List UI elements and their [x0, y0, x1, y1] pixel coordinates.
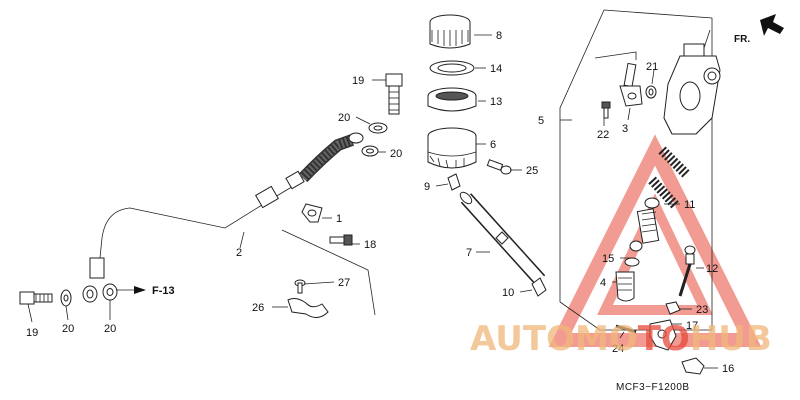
- callout-17: 17: [686, 320, 698, 332]
- reservoir-6: [427, 127, 477, 169]
- callout-25: 25: [526, 165, 538, 177]
- figure-code: MCF3−F1200B: [616, 382, 690, 393]
- sealing-washer-20a: [60, 289, 72, 307]
- callout-20-lower-left: 20: [62, 323, 74, 335]
- reservoir-cap-8: [429, 14, 471, 49]
- watermark-brand-accent: TO: [638, 319, 690, 359]
- callout-7: 7: [466, 247, 472, 259]
- callout-22: 22: [597, 129, 609, 141]
- callout-10: 10: [502, 287, 514, 299]
- assembly-outline-left: [281, 229, 376, 316]
- leader-lines: [27, 29, 718, 369]
- callout-23: 23: [696, 304, 708, 316]
- sealing-washer-20b: [102, 283, 118, 301]
- sealing-washer-20c: [368, 122, 388, 134]
- callout-24: 24: [612, 343, 624, 355]
- callout-19-lower: 19: [26, 327, 38, 339]
- watermark-text: AUTOMOTOHUB: [470, 319, 772, 359]
- callout-18: 18: [364, 239, 376, 251]
- callout-6: 6: [490, 139, 496, 151]
- callout-20-lower-right: 20: [104, 323, 116, 335]
- connector-3: [619, 62, 643, 107]
- callout-4: 4: [600, 277, 606, 289]
- master-cylinder-body: [663, 43, 721, 135]
- callout-27: 27: [338, 277, 350, 289]
- callout-1: 1: [336, 213, 342, 225]
- brake-hose-2: [82, 134, 355, 303]
- callout-12: 12: [706, 263, 718, 275]
- callout-16: 16: [722, 363, 734, 375]
- screw-22: [601, 101, 611, 119]
- sealing-washer-20d: [361, 145, 379, 157]
- reservoir-hose-7: [459, 191, 546, 285]
- front-direction-arrow: [760, 14, 784, 36]
- o-ring-21: [645, 85, 657, 99]
- clip-9: [447, 173, 461, 191]
- callout-13: 13: [490, 96, 502, 108]
- callout-labels: 8 14 13 6 25 9 7 10 19 20 20 1 18 2 27 2…: [26, 30, 750, 393]
- callout-20-middle: 20: [390, 148, 402, 160]
- plate-14: [429, 60, 475, 76]
- reference-arrow: [134, 286, 146, 294]
- banjo-bolt-19-left: [19, 291, 53, 305]
- callout-8: 8: [496, 30, 502, 42]
- bolt-18: [329, 234, 353, 246]
- circlip-15: [624, 257, 640, 267]
- callout-19-upper: 19: [352, 75, 364, 87]
- push-rod-12: [678, 245, 696, 297]
- callout-26: 26: [252, 302, 264, 314]
- hose-clamp-1: [301, 203, 323, 223]
- cotter-pin-24: [615, 324, 637, 334]
- joint-17: [649, 319, 677, 351]
- callout-21: 21: [646, 61, 658, 73]
- banjo-bolt-19-upper: [385, 73, 403, 115]
- assembly-outline-right: [559, 9, 713, 331]
- front-direction-label: FR.: [734, 34, 750, 45]
- boot-4: [615, 271, 635, 302]
- watermark-brand-left: AUTOMO: [470, 319, 638, 359]
- hose-clamp-26: [287, 298, 329, 318]
- callout-15: 15: [602, 253, 614, 265]
- callout-9: 9: [424, 181, 430, 193]
- screw-27: [294, 279, 306, 294]
- clip-10: [531, 277, 547, 297]
- piston-spring-11: [629, 146, 690, 252]
- joint-pin-16: [681, 357, 705, 375]
- callout-11: 11: [684, 199, 695, 211]
- callout-14: 14: [490, 63, 502, 75]
- nut-23: [665, 301, 681, 315]
- diaphragm-13: [427, 87, 477, 112]
- screw-25: [486, 159, 512, 175]
- callout-20-upper: 20: [338, 112, 350, 124]
- watermark-brand-right: HUB: [690, 319, 772, 359]
- callout-2: 2: [236, 247, 242, 259]
- callout-5: 5: [538, 115, 544, 127]
- callout-3: 3: [622, 123, 628, 135]
- reference-label: F-13: [152, 285, 175, 297]
